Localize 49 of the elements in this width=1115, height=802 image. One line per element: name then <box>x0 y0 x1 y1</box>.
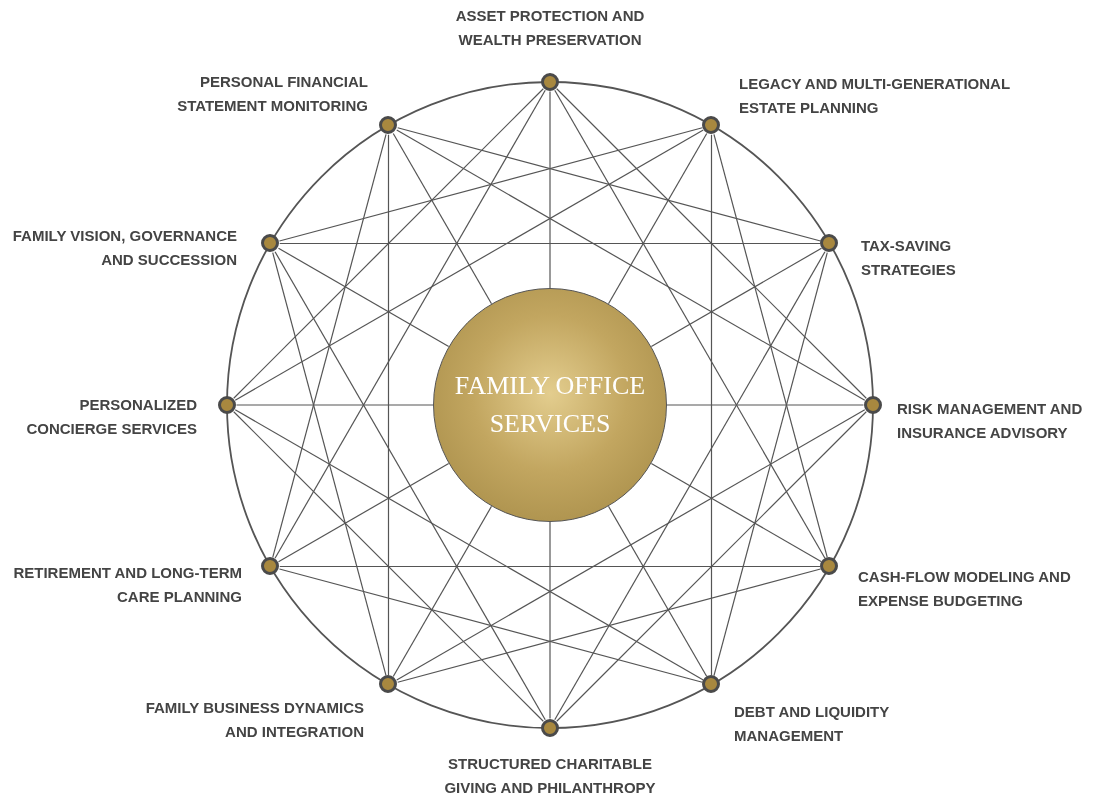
service-label: PERSONAL FINANCIAL STATEMENT MONITORING <box>176 72 368 116</box>
connector-line <box>274 89 546 559</box>
connector-line <box>392 505 493 678</box>
connector-line <box>710 134 713 676</box>
service-label: FAMILY BUSINESS DYNAMICS AND INTEGRATION <box>144 698 364 742</box>
connector-line <box>549 521 551 720</box>
connector-line <box>713 133 828 558</box>
connector-line <box>556 88 867 399</box>
connector-line <box>279 242 821 245</box>
service-label: FAMILY VISION, GOVERNANCE AND SUCCESSION <box>11 226 237 270</box>
connector-line <box>650 462 823 563</box>
service-label: PERSONALIZED CONCIERGE SERVICES <box>25 395 197 439</box>
center-title: FAMILY OFFICE SERVICES <box>453 370 647 440</box>
connector-line <box>650 247 823 348</box>
connector-line <box>277 462 450 563</box>
connector-line <box>272 133 387 558</box>
service-label: RETIREMENT AND LONG-TERM CARE PLANNING <box>12 563 242 607</box>
connector-line <box>233 88 544 399</box>
connector-line <box>234 129 704 401</box>
connector-line <box>279 565 821 568</box>
service-label: ASSET PROTECTION AND WEALTH PRESERVATION <box>454 6 646 50</box>
connector-line <box>234 409 704 681</box>
connector-line <box>549 90 551 289</box>
service-label: STRUCTURED CHARITABLE GIVING AND PHILANTHROPY <box>443 754 657 798</box>
connector-line <box>397 127 822 242</box>
connector-line <box>607 505 708 678</box>
connector-line <box>666 404 865 406</box>
connector-line <box>554 251 826 721</box>
service-label: CASH-FLOW MODELING AND EXPENSE BUDGETING <box>858 567 1072 611</box>
connector-line <box>556 411 867 722</box>
connector-line <box>713 252 828 677</box>
connector-line <box>392 132 493 305</box>
connector-line <box>233 411 544 722</box>
connector-line <box>278 568 703 683</box>
connector-line <box>397 568 822 683</box>
service-label: TAX-SAVING STRATEGIES <box>861 236 957 280</box>
service-label: DEBT AND LIQUIDITY MANAGEMENT <box>734 702 890 746</box>
connector-line <box>277 247 450 348</box>
service-label: LEGACY AND MULTI-GENERATIONAL ESTATE PLANNING <box>739 74 1011 118</box>
connector-line <box>272 252 387 677</box>
connector-line <box>554 89 826 559</box>
connector-line <box>387 134 390 676</box>
connector-line <box>274 251 546 721</box>
connector-line <box>607 132 708 305</box>
connector-line <box>278 127 703 242</box>
connector-line <box>396 409 866 681</box>
connector-line <box>235 404 434 406</box>
connector-line <box>396 129 866 401</box>
service-label: RISK MANAGEMENT AND INSURANCE ADVISORY <box>897 399 1084 443</box>
